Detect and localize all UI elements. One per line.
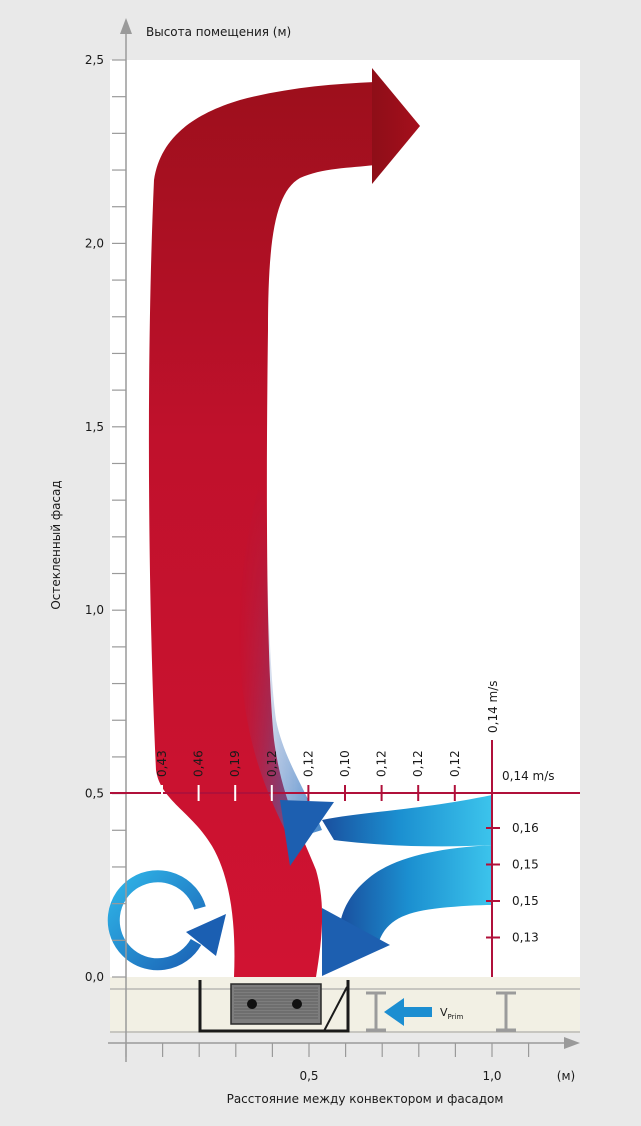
y-tick-label: 2,5 [85,53,104,67]
horizontal-velocity-label: 0,12 [448,750,462,777]
mixing-zone [239,490,322,840]
horizontal-velocity-label: 0,19 [228,750,242,777]
vertical-velocity-label: 0,15 [512,894,539,908]
floor-strip [110,977,580,1033]
vertical-velocity-label: 0,16 [512,821,539,835]
x-axis-title: Расстояние между конвектором и фасадом [227,1092,504,1106]
y-tick-label: 1,0 [85,603,104,617]
y-axis-title: Высота помещения (м) [146,25,291,39]
circulation-arrow [107,870,206,971]
cool-air-upper-stream [322,795,492,847]
horizontal-velocity-label: 0,12 [265,750,279,777]
x-axis-unit: (м) [557,1069,575,1083]
convector-unit [198,980,350,1033]
support-beam-right [496,991,516,1032]
y-tick-label: 0,0 [85,970,104,984]
y-axis: 0,0 0,5 1,0 1,5 2,0 2,5 [85,18,132,1062]
vertical-velocity-label: 0,15 [512,858,539,872]
x-tick-label: 1,0 [482,1069,501,1083]
horizontal-velocity-label: 0,43 [155,750,169,777]
x-axis: 0,5 1,0 [108,1037,580,1083]
x-tick-label: 0,5 [299,1069,318,1083]
y-tick-label: 0,5 [85,787,104,801]
cool-air-lower-arrow-head [322,908,390,976]
horizontal-velocity-label: 0,12 [375,750,389,777]
horizontal-velocity-label: 0,10 [338,750,352,777]
circulation-arrow-head [186,914,226,956]
primary-air-arrow [384,998,432,1026]
cool-air-lower-stream [339,845,492,944]
horizontal-velocity-label: 0,46 [192,750,206,777]
glass-facade-label: Остекленный фасад [49,480,63,609]
support-beam-left [366,991,386,1032]
y-tick-label: 1,5 [85,420,104,434]
vprim-label: VPrim [440,1006,463,1021]
cool-air-upper-arrow-head [280,800,334,866]
corner-velocity-vertical: 0,14 m/s [486,680,500,733]
corner-velocity-horizontal: 0,14 m/s [502,769,555,783]
horizontal-velocity-label: 0,12 [411,750,425,777]
warm-air-arrow-head [372,68,420,184]
vertical-velocity-label: 0,13 [512,931,539,945]
horizontal-velocity-label: 0,12 [301,750,315,777]
y-tick-label: 2,0 [85,236,104,250]
